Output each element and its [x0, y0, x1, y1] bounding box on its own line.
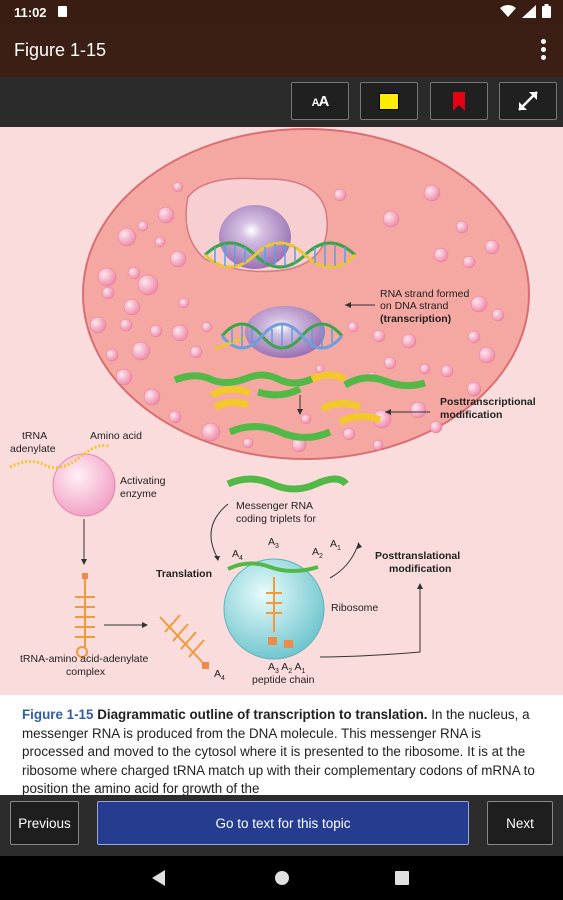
- label-complex-1: tRNA-amino acid-adenylate: [20, 653, 149, 665]
- trna-adenylate-strand: [9, 443, 111, 470]
- label-peptide-chain: peptide chain: [252, 674, 315, 686]
- label-posttranscriptional-2: modification: [440, 409, 502, 421]
- label-a1: A1: [330, 538, 341, 552]
- app-bar: Figure 1-15: [0, 24, 563, 77]
- text-size-button[interactable]: AA: [291, 82, 349, 120]
- highlight-icon: [379, 92, 399, 110]
- label-posttranslational-1: Posttranslational: [375, 550, 460, 562]
- wifi-icon: [500, 4, 516, 17]
- label-activating-2: enzyme: [120, 488, 157, 500]
- trna-complex: [75, 573, 95, 658]
- label-complex-2: complex: [66, 666, 106, 678]
- status-icons: [500, 4, 551, 18]
- status-time: 11:02: [14, 5, 47, 20]
- label-trna-1: tRNA: [22, 430, 47, 442]
- battery-icon: [542, 4, 551, 18]
- rna-strands: [173, 371, 427, 493]
- caption-body: In the nucleus, a messenger RNA is produ…: [22, 707, 535, 795]
- label-rna-strand-1: RNA strand formed: [380, 288, 469, 300]
- label-messenger-1: Messenger RNA: [236, 500, 313, 512]
- bookmark-icon: [453, 91, 465, 111]
- label-posttranslational-2: modification: [389, 563, 451, 575]
- label-amino-acid: Amino acid: [90, 430, 142, 442]
- text-size-icon: AA: [311, 92, 330, 110]
- label-a2: A2: [312, 546, 323, 560]
- label-rna-strand-2: on DNA strand: [380, 300, 448, 312]
- dna-helix: [203, 241, 357, 351]
- label-trna-2: adenylate: [10, 443, 56, 455]
- label-a4: A4: [214, 668, 225, 682]
- label-chain-sequence: A3 A2 A1: [268, 661, 306, 676]
- highlight-button[interactable]: [360, 82, 418, 120]
- figure-image[interactable]: RNA strand formed on DNA strand (transcr…: [0, 127, 563, 695]
- bookmark-button[interactable]: [430, 82, 488, 120]
- overflow-menu-icon[interactable]: [537, 36, 549, 66]
- expand-icon: [518, 91, 538, 111]
- arrowheads: [81, 302, 423, 628]
- label-translation: Translation: [156, 568, 212, 580]
- transcription-translation-diagram: RNA strand formed on DNA strand (transcr…: [9, 128, 536, 686]
- caption-heading: Diagrammatic outline of transcription to…: [97, 707, 428, 722]
- status-bar: 11:02: [0, 0, 563, 24]
- label-activating-1: Activating: [120, 475, 166, 487]
- trna-moving: [159, 614, 209, 669]
- go-to-text-button[interactable]: Go to text for this topic: [97, 801, 469, 845]
- home-icon[interactable]: [274, 870, 290, 886]
- sd-card-icon: [58, 6, 67, 17]
- recents-icon[interactable]: [395, 871, 409, 885]
- dna-rungs: [214, 244, 346, 347]
- signal-icon: [522, 4, 536, 18]
- back-icon[interactable]: [152, 870, 166, 886]
- system-nav-bar: [0, 856, 563, 900]
- figure-caption: Figure 1-15 Diagrammatic outline of tran…: [0, 695, 563, 795]
- caption-figure-ref[interactable]: Figure 1-15: [22, 707, 94, 722]
- activating-enzyme: [52, 453, 116, 517]
- ribosome-trna: [266, 577, 293, 648]
- label-ribosome: Ribosome: [331, 602, 378, 614]
- previous-button[interactable]: Previous: [10, 801, 79, 845]
- ribosome-mrna: [227, 561, 319, 573]
- page-title: Figure 1-15: [14, 40, 107, 60]
- label-messenger-2: coding triplets for: [236, 513, 316, 525]
- transcription-bubble: [245, 306, 325, 358]
- label-rna-strand-3: (transcription): [380, 313, 451, 325]
- next-button[interactable]: Next: [487, 801, 553, 845]
- bottom-nav-bar: Previous Go to text for this topic Next: [0, 795, 563, 856]
- nucleolus: [219, 205, 291, 269]
- label-a3: A3: [268, 536, 279, 550]
- label-a4-ribosome: A4: [232, 548, 243, 562]
- label-posttranscriptional-1: Posttranscriptional: [440, 396, 536, 408]
- arrows: [83, 304, 430, 658]
- expand-button[interactable]: [499, 82, 557, 120]
- reader-toolbar: AA: [0, 77, 563, 127]
- figure-labels: RNA strand formed on DNA strand (transcr…: [10, 288, 536, 686]
- caption-text: Figure 1-15 Diagrammatic outline of tran…: [0, 695, 563, 795]
